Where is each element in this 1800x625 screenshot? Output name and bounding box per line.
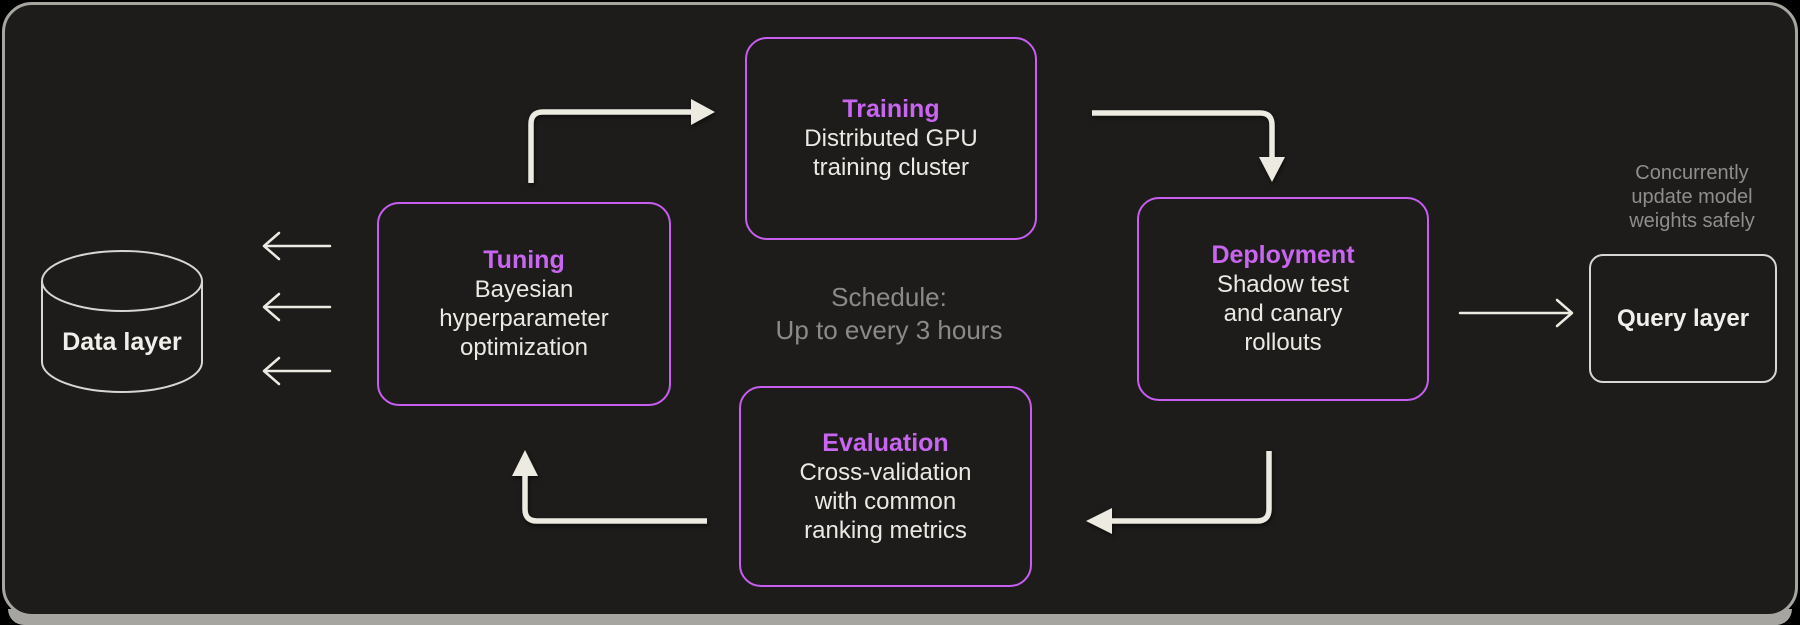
training-node: Training Distributed GPU training cluste… <box>745 37 1037 240</box>
database-cylinder-icon <box>41 250 203 393</box>
training-to-deployment-arrow <box>1092 110 1275 157</box>
concurrent-line: update model <box>1631 186 1753 208</box>
data-flow-arrows <box>262 231 332 386</box>
query-layer-node: Query layer <box>1589 254 1777 383</box>
deployment-to-query-arrow <box>1458 298 1574 328</box>
arrowhead-up <box>512 450 538 476</box>
data-layer-label: Data layer <box>62 328 182 356</box>
tuning-title: Tuning <box>483 246 565 274</box>
node-body-line: optimization <box>459 334 589 361</box>
evaluation-title: Evaluation <box>822 428 949 457</box>
node-body-line: training cluster <box>812 154 970 181</box>
concurrent-line: Concurrently <box>1635 162 1749 184</box>
deployment-node: Deployment Shadow test and canary rollou… <box>1137 197 1429 401</box>
concurrent-update-note: Concurrently update model weights safely <box>1602 161 1782 233</box>
node-body-line: Shadow test <box>1216 271 1350 298</box>
schedule-note: Schedule: Up to every 3 hours <box>739 281 1039 347</box>
node-body-line: with common <box>814 487 957 515</box>
arrowhead-right <box>691 99 715 125</box>
node-body-line: Cross-validation <box>799 458 972 486</box>
node-body-line: rollouts <box>1244 329 1322 356</box>
node-body-line: Distributed GPU <box>804 125 978 152</box>
training-title: Training <box>842 95 940 123</box>
node-body-line: Bayesian <box>474 276 574 303</box>
node-body-line: ranking metrics <box>804 516 967 544</box>
deployment-to-evaluation-arrow <box>1111 451 1272 524</box>
node-body-line: and canary <box>1223 300 1343 327</box>
arrowhead-left <box>1086 508 1112 534</box>
arrowhead-down <box>1259 157 1285 182</box>
evaluation-node: Evaluation Cross-validation with common … <box>739 386 1032 587</box>
tuning-node: Tuning Bayesian hyperparameter optimizat… <box>377 202 671 406</box>
evaluation-to-tuning-arrow <box>522 475 707 524</box>
deployment-title: Deployment <box>1211 241 1355 269</box>
schedule-line: Schedule: <box>831 282 947 312</box>
concurrent-line: weights safely <box>1629 210 1755 232</box>
node-body-line: hyperparameter <box>439 305 609 332</box>
tuning-to-training-arrow <box>528 109 692 183</box>
schedule-line: Up to every 3 hours <box>775 315 1003 345</box>
query-layer-label: Query layer <box>1616 304 1750 332</box>
